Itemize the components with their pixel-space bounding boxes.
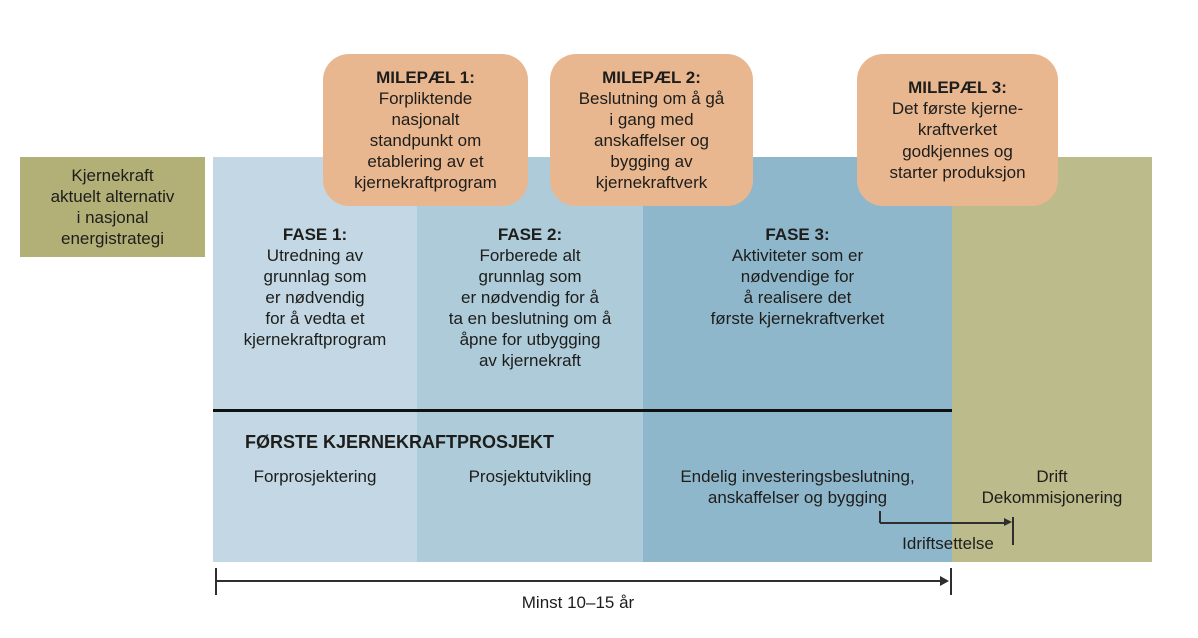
phase1-column-fill [213,157,417,562]
phase-3-title: FASE 3: [765,225,830,244]
phase3-column-fill [643,157,952,562]
intro-box-text: Kjernekraft aktuelt alternativ i nasjona… [50,165,175,249]
project-activity-phase2: Prosjektutvikling [468,467,592,486]
phase-3-description: FASE 3: Aktiviteter som er nødvendige fo… [643,224,952,329]
phase-2-body: Forberede alt grunnlag som er nødvendig … [448,246,612,371]
phase-1-title: FASE 1: [282,225,348,244]
milestone-1-title: MILEPÆL 1: [376,67,475,87]
commissioning-arrow-start-tick [879,511,881,523]
phase-3-body: Aktiviteter som er nødvendige for å real… [710,246,885,329]
phase2-column-fill [417,157,643,562]
operations-column-text: Drift Dekommisjonering [981,467,1123,508]
commissioning-label: Idriftsettelse [902,534,994,553]
milestone-3-box: MILEPÆL 3: Det første kjerne- kraftverke… [857,54,1058,206]
phase-2-title: FASE 2: [497,225,563,244]
timeline-arrow-line [216,580,942,582]
phase-1-description: FASE 1: Utredning av grunnlag som er nød… [213,224,417,350]
milestone-2-title: MILEPÆL 2: [602,67,701,87]
milestone-2-body: Beslutning om å gå i gang med anskaffels… [578,88,725,193]
phase-project-divider-line [213,409,952,412]
project-activity-phase1: Forprosjektering [253,467,377,486]
milestone-3-title: MILEPÆL 3: [908,78,1007,98]
commissioning-arrow-end-tick [1012,517,1014,545]
timeline-duration-label: Minst 10–15 år [521,593,635,612]
phase-2-description: FASE 2: Forberede alt grunnlag som er nø… [417,224,643,372]
timeline-arrow-end-tick [950,568,952,595]
project-activity-phase3: Endelig investeringsbeslutning, anskaffe… [680,467,915,508]
commissioning-arrow-line [880,522,1006,524]
operations-column-fill [952,157,1152,562]
intro-box: Kjernekraft aktuelt alternativ i nasjona… [20,157,205,257]
milestone-2-box: MILEPÆL 2: Beslutning om å gå i gang med… [550,54,753,206]
project-band-heading: FØRSTE KJERNEKRAFTPROSJEKT [245,432,555,452]
milestone-1-box: MILEPÆL 1: Forpliktende nasjonalt standp… [323,54,528,206]
milestone-3-body: Det første kjerne- kraftverket godkjenne… [889,99,1026,182]
milestone-1-body: Forpliktende nasjonalt standpunkt om eta… [354,88,497,193]
phase-1-body: Utredning av grunnlag som er nødvendig f… [243,246,387,350]
timeline-arrowhead-icon [940,576,949,586]
commissioning-arrowhead-icon [1004,518,1012,526]
